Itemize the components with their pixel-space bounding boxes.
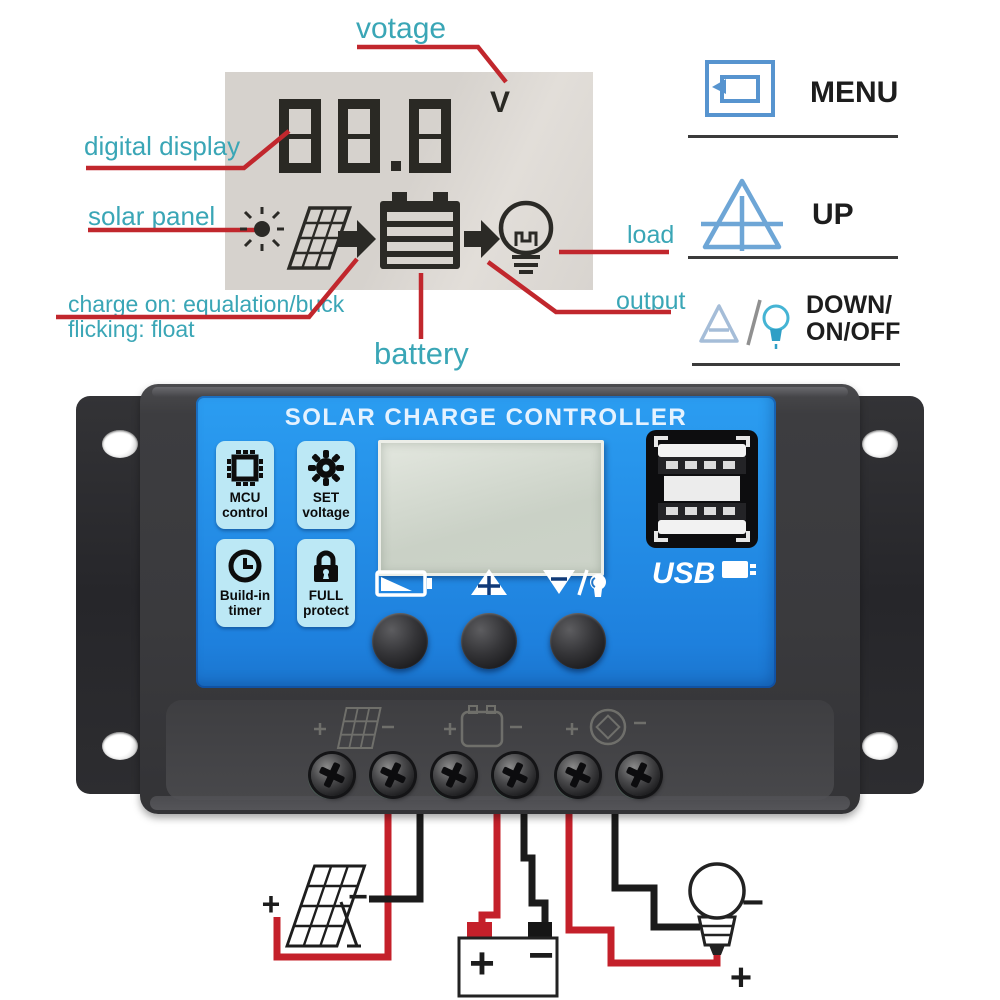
mounting-hole bbox=[862, 430, 898, 458]
feature-line2: control bbox=[222, 504, 268, 520]
mounting-hole bbox=[862, 732, 898, 760]
padlock-icon bbox=[314, 550, 338, 582]
controller-title: SOLAR CHARGE CONTROLLER bbox=[284, 404, 688, 431]
label-battery: battery bbox=[374, 336, 469, 371]
legend-up-label: UP bbox=[812, 198, 854, 232]
controller-lcd-screen bbox=[378, 440, 604, 576]
feature-label: Build-in timer bbox=[219, 588, 271, 618]
terminal-screw bbox=[372, 754, 414, 796]
up-button bbox=[461, 613, 517, 669]
feature-badge-full-protect: FULL protect bbox=[297, 539, 355, 627]
bulb-minus-sign: − bbox=[742, 882, 764, 924]
legend-menu-label: MENU bbox=[810, 76, 898, 110]
battery-positive-terminal bbox=[467, 922, 492, 938]
set-gear-icon bbox=[308, 450, 344, 486]
legend-menu-text: MENU bbox=[810, 76, 899, 109]
label-solar-panel: solar panel bbox=[88, 201, 216, 231]
label-output: output bbox=[616, 287, 686, 315]
housing-top-highlight bbox=[152, 387, 848, 397]
slash-icon bbox=[746, 299, 762, 346]
legend-divider bbox=[688, 135, 898, 138]
solar-plus-sign: + bbox=[262, 886, 281, 922]
terminal-screw bbox=[433, 754, 475, 796]
negative-wires bbox=[369, 810, 700, 931]
lcd-digits bbox=[279, 99, 468, 173]
polarity-signs: + − + − − + bbox=[262, 878, 764, 999]
label-digital-display: digital display bbox=[84, 131, 241, 161]
solar-minus-sign: − bbox=[348, 878, 368, 916]
lcd-digit bbox=[409, 99, 451, 173]
light-bulb-symbol bbox=[688, 862, 746, 955]
terminal-screw bbox=[557, 754, 599, 796]
legend-divider bbox=[692, 363, 900, 366]
bulb-plus-sign: + bbox=[730, 957, 752, 999]
feature-label: MCU control bbox=[222, 490, 268, 520]
up-triangle-plus-icon bbox=[701, 178, 783, 251]
solar-panel-symbol bbox=[284, 864, 367, 948]
clock-icon bbox=[228, 549, 262, 583]
wiring-diagram: + − + − − + bbox=[262, 810, 764, 999]
battery-minus-sign: − bbox=[528, 931, 554, 980]
solar-positive-wire bbox=[273, 810, 392, 961]
legend-divider bbox=[688, 256, 898, 259]
panel-stand bbox=[339, 901, 361, 948]
down-triangle-minus-bulb-icon bbox=[699, 299, 790, 349]
feature-badge-set-voltage: SET voltage bbox=[297, 441, 355, 529]
legend-down-onoff-label: DOWN/ ON/OFF bbox=[806, 292, 900, 346]
label-load: load bbox=[627, 221, 675, 249]
battery-positive-wire bbox=[478, 810, 501, 930]
legend-up-text: UP bbox=[812, 198, 854, 231]
lcd-unit-volts: V bbox=[490, 86, 511, 119]
label-charge-mode-line2: flicking: float bbox=[68, 316, 195, 342]
load-negative-wire bbox=[611, 810, 700, 931]
feature-badge-built-in-timer: Build-in timer bbox=[216, 539, 274, 627]
battery-symbol bbox=[457, 922, 559, 998]
mounting-hole bbox=[102, 732, 138, 760]
housing-bottom-bevel bbox=[150, 796, 850, 810]
menu-button bbox=[372, 613, 428, 669]
battery-negative-wire bbox=[520, 810, 549, 924]
feature-line2: voltage bbox=[302, 504, 350, 520]
feature-line2: timer bbox=[228, 602, 262, 618]
mcu-chip-icon bbox=[227, 450, 263, 486]
label-voltage: votage bbox=[356, 12, 447, 45]
feature-line1: FULL bbox=[308, 588, 344, 603]
feature-line2: protect bbox=[303, 602, 349, 618]
terminal-screw bbox=[311, 754, 353, 796]
feature-line1: SET bbox=[312, 490, 340, 505]
battery-negative-terminal bbox=[528, 922, 552, 938]
menu-loop-icon bbox=[705, 60, 775, 117]
mounting-hole bbox=[102, 430, 138, 458]
feature-label: FULL protect bbox=[303, 588, 349, 618]
lcd-decimal-point bbox=[391, 161, 401, 171]
feature-label: SET voltage bbox=[302, 490, 350, 520]
feature-line1: Build-in bbox=[219, 588, 271, 603]
label-charge-mode-line1: charge on: equalation/buck bbox=[68, 291, 345, 317]
terminal-screw bbox=[494, 754, 536, 796]
terminal-screw bbox=[618, 754, 660, 796]
legend-down-text: DOWN/ bbox=[806, 291, 893, 319]
load-positive-wire bbox=[565, 810, 721, 967]
lcd-digit bbox=[279, 99, 321, 173]
feature-badge-mcu-control: MCU control bbox=[216, 441, 274, 529]
feature-line1: MCU bbox=[229, 490, 261, 505]
lcd-digit bbox=[338, 99, 380, 173]
battery-plus-sign: + bbox=[469, 939, 495, 988]
solar-negative-wire bbox=[369, 810, 424, 903]
down-onoff-button bbox=[550, 613, 606, 669]
legend-onoff-text: ON/OFF bbox=[806, 318, 901, 346]
legend-icons bbox=[699, 60, 790, 349]
